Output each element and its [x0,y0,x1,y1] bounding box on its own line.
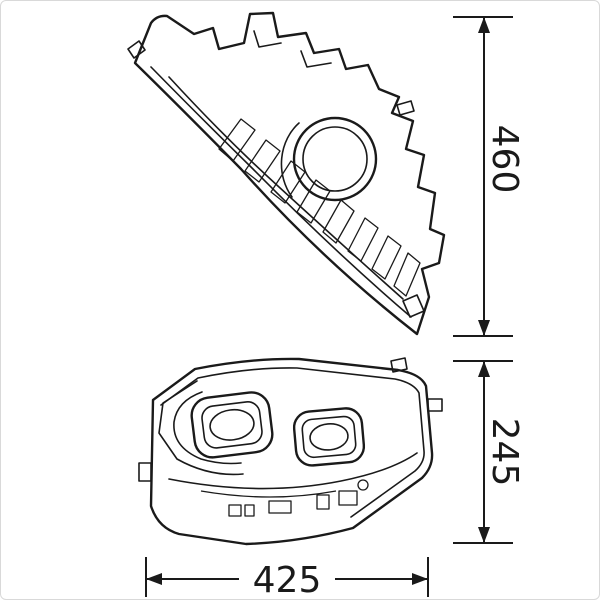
front-view-mounting-tabs [138,357,443,482]
dim-245-arrow-down [478,527,490,543]
front-view-drl-swoosh-inner [173,391,242,465]
side-view-lens-edge [150,66,412,318]
side-view-projector-circle [292,116,378,202]
side-view-mounting-tabs [127,40,425,318]
front-view-crease-line-2 [200,490,337,498]
side-view-vent-slats [218,118,421,297]
dim-425-label-mask [239,559,335,599]
front-view-inner-rim [160,367,425,518]
front-view-outline [149,357,434,546]
dim-425-label: 425 [253,560,322,599]
front-view-left-projector [190,391,274,459]
front-view-drl-swoosh-outer [158,380,244,476]
front-view [138,357,443,546]
dim-245-label: 245 [484,418,525,487]
side-view-projector-circle-inner [302,126,368,192]
side-profile-view [127,11,446,336]
front-view-right-projector [292,407,366,467]
dim-425-arrow-left [146,573,162,585]
dimension-front-height: 245 [453,360,525,544]
dim-460-arrow-down [478,320,490,336]
side-view-reflector-arc [280,122,300,198]
dim-245-arrow-up [478,361,490,377]
front-view-crease-line [168,452,418,490]
side-view-bracket-lines [253,30,332,68]
dimension-side-height: 460 [453,16,525,337]
dim-460-label: 460 [484,125,525,194]
side-view-lens-edge-inner [168,76,404,300]
dimension-width: 425 [145,557,429,599]
side-view-outline [133,11,446,336]
dim-460-arrow-up [478,17,490,33]
front-view-connector-details [228,479,369,517]
dim-425-arrow-right [412,573,428,585]
